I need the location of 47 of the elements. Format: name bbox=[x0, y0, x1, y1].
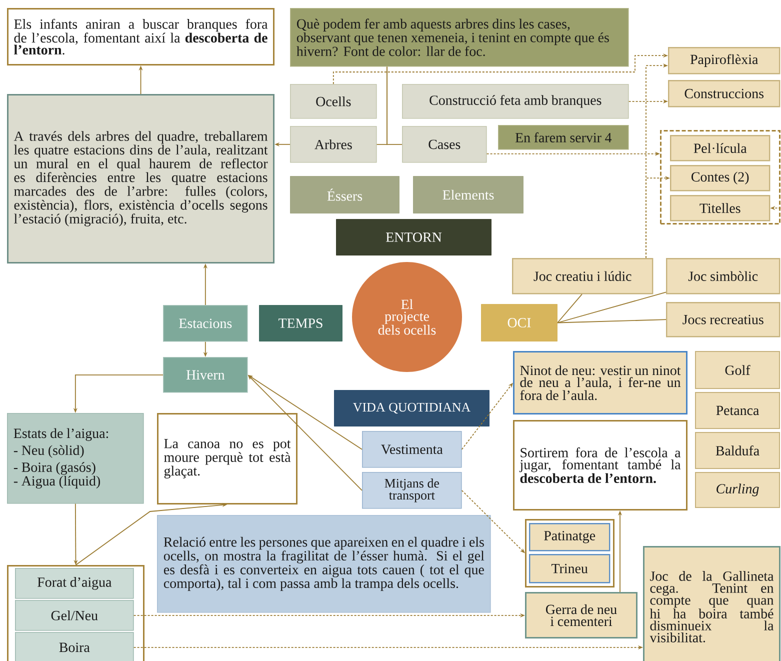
category-box: Éssers bbox=[290, 176, 400, 214]
activity-box: Papiroflèxia bbox=[668, 47, 780, 74]
concept-box: Ocells bbox=[290, 84, 377, 119]
text-box: Ninot de neu: vestir un ninot de neu a l’aula, i fer-ne un fora de l’aula. bbox=[513, 351, 688, 414]
text-box: Joc de la Gallineta cega. Tenint en compte que quan hi ha boira també disminueix la visibilitat. bbox=[643, 546, 780, 661]
activity-box: Trineu bbox=[529, 554, 610, 584]
category-box: Estacions bbox=[163, 305, 248, 342]
text-box: La canoa no es pot moure perquè tot està glaçat. bbox=[157, 413, 298, 504]
list-box: Estats de l’aigua: - Neu (sòlid) - Boira (gasós) - Aigua (líquid) bbox=[7, 413, 144, 504]
concept-box: Boira bbox=[15, 632, 134, 661]
activity-box: Patinatge bbox=[529, 523, 610, 552]
activity-box: Petanca bbox=[695, 392, 780, 429]
activity-box: Construccions bbox=[668, 80, 780, 108]
theme-box: TEMPS bbox=[259, 305, 342, 342]
activity-box: Joc creatiu i lúdic bbox=[512, 258, 654, 294]
connector-line bbox=[557, 319, 666, 324]
activity-box: Contes (2) bbox=[670, 165, 770, 192]
concept-box: Vestimenta bbox=[362, 431, 462, 468]
activity-box: Pel·lícula bbox=[670, 135, 770, 162]
text-box: A través dels arbres del quadre, treballarem les quatre estacions dins de l’aula, realitzant un mural en el qual haurem de reflector es diferències entre les quatre estacions marcades des de l’arbre: fulles (colors, existència), flors, existència d’ocells segons l’estació (migració), fruita, etc. bbox=[7, 94, 274, 264]
activity-box: Joc simbòlic bbox=[666, 258, 780, 294]
theme-box: VIDA QUOTIDIANA bbox=[334, 390, 490, 426]
connector-line bbox=[386, 66, 402, 145]
connector-line bbox=[557, 292, 666, 324]
concept-box: Cases bbox=[402, 126, 487, 163]
theme-box: ENTORN bbox=[336, 219, 492, 256]
activity-box: Gerra de neu i cementeri bbox=[525, 592, 638, 638]
category-box: Hivern bbox=[163, 357, 248, 393]
activity-box: Jocs recreatius bbox=[666, 302, 780, 338]
question-box: Què podem fer amb aquests arbres dins les cases, observant que tenen xemeneia, i tenint en compte que és hivern? Font de color: llar de foc. bbox=[290, 8, 629, 67]
activity-box: Curling bbox=[695, 472, 780, 508]
circle-node: El projecte dels ocells bbox=[352, 262, 462, 372]
text-box: Sortirem fora de l’escola a jugar, fomentant també la descoberta de l’entorn. bbox=[513, 420, 688, 510]
activity-box: Baldufa bbox=[695, 432, 780, 469]
concept-box: Mitjans de transport bbox=[362, 472, 462, 509]
text-box: Els infants aniran a buscar branques fora de l’escola, fomentant així la descoberta de l’entorn. bbox=[7, 8, 274, 66]
concept-box: Forat d’aigua bbox=[15, 568, 134, 599]
note-box: En farem servir 4 bbox=[498, 125, 629, 150]
concept-box: Arbres bbox=[290, 126, 377, 163]
concept-box: Gel/Neu bbox=[15, 600, 134, 631]
activity-box: Golf bbox=[695, 351, 780, 389]
activity-box: Titelles bbox=[670, 195, 770, 222]
concept-box: Construcció feta amb branques bbox=[402, 84, 629, 119]
text-box: Relació entre les persones que apareixen en el quadre i els ocells, on mostra la fragilitat de l’ésser humà. Si el gel es desfà i es converteix en aigua tots cauen ( tot el que comporta), tal i com passa amb la trampa dels ocells. bbox=[157, 515, 491, 613]
connector-line bbox=[557, 294, 582, 324]
theme-box: OCI bbox=[481, 304, 558, 342]
category-box: Elements bbox=[413, 176, 524, 214]
